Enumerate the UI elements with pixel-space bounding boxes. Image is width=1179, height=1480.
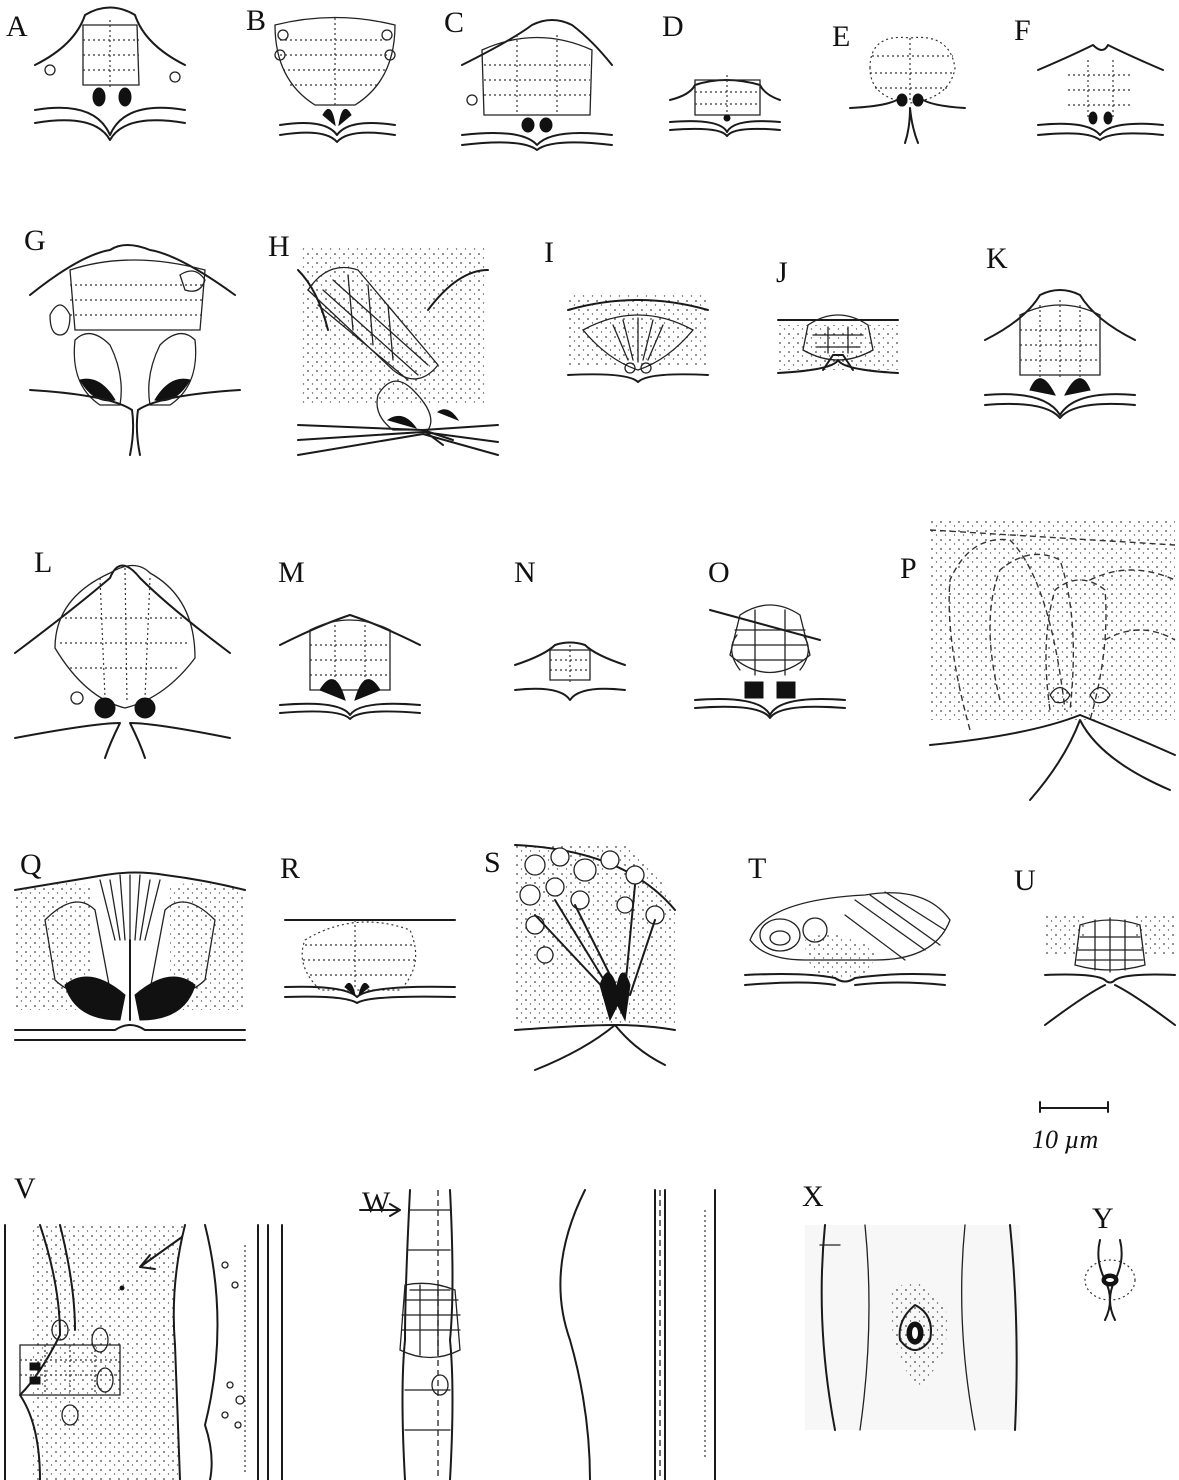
panel-b: B (246, 4, 395, 142)
panel-label-b: B (246, 4, 266, 37)
panel-label-y: Y (1092, 1202, 1114, 1235)
panel-label-x: X (802, 1180, 824, 1213)
panel-s: S (484, 845, 675, 1070)
panel-r: R (280, 852, 455, 1003)
panel-o: O (695, 556, 845, 718)
panel-q: Q (15, 848, 245, 1040)
panel-label-m: M (278, 556, 305, 589)
panel-label-t: T (748, 852, 766, 885)
panel-label-i: I (544, 236, 554, 269)
panel-x: X (802, 1180, 1020, 1430)
panel-j: J (776, 256, 898, 373)
panel-t: T (745, 852, 950, 985)
scale-bar: 10 µm (1032, 1102, 1108, 1154)
panel-label-q: Q (20, 848, 42, 881)
panel-label-v: V (14, 1172, 36, 1205)
panel-label-d: D (662, 10, 684, 43)
panel-n: N (514, 556, 625, 700)
panel-a: A (6, 8, 185, 141)
panel-label-c: C (444, 6, 464, 39)
panel-m: M (278, 556, 420, 719)
panel-c: C (444, 6, 612, 150)
panel-e: E (832, 20, 965, 143)
panel-label-o: O (708, 556, 730, 589)
panel-w: W (360, 1186, 715, 1480)
panel-u: U (1014, 864, 1175, 1025)
panel-label-k: K (986, 242, 1008, 275)
panel-label-p: P (900, 552, 917, 585)
panel-y: Y (1085, 1202, 1135, 1320)
panel-label-r: R (280, 852, 300, 885)
panel-v: V (5, 1172, 282, 1480)
panel-g: G (24, 224, 240, 455)
panel-label-l: L (34, 546, 52, 579)
panel-k: K (985, 242, 1135, 418)
panel-label-u: U (1014, 864, 1036, 897)
panel-label-w: W (362, 1186, 391, 1219)
panel-p: P (900, 520, 1175, 800)
panel-label-a: A (6, 10, 28, 43)
panel-l: L (15, 546, 230, 758)
panel-label-j: J (776, 256, 788, 289)
panel-label-g: G (24, 224, 46, 257)
panel-i: I (544, 236, 708, 382)
panel-label-h: H (268, 230, 290, 263)
panel-label-e: E (832, 20, 850, 53)
panel-h: H (268, 230, 498, 455)
panel-label-s: S (484, 846, 501, 879)
panel-label-f: F (1014, 14, 1031, 47)
panel-label-n: N (514, 556, 536, 589)
scale-bar-label: 10 µm (1032, 1125, 1098, 1154)
panel-d: D (662, 10, 780, 136)
panel-f: F (1014, 14, 1163, 140)
